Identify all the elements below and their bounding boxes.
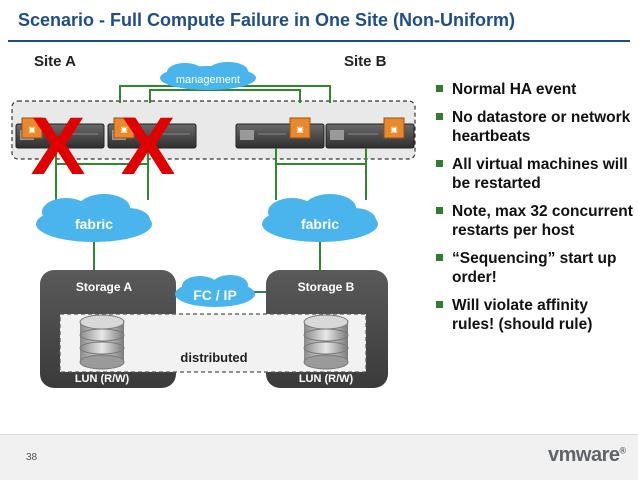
fc-ip-cloud xyxy=(175,275,255,307)
bullet-item: All virtual machines will be restarted xyxy=(434,155,634,193)
lun-a-label: LUN (R/W) xyxy=(75,373,130,385)
bullet-marker xyxy=(436,85,443,92)
fc-ip-label: FC / IP xyxy=(193,287,237,303)
lun-b-disk-icon xyxy=(303,314,349,370)
fabric-cloud-a xyxy=(36,194,152,242)
server-a1: ▣ xyxy=(15,117,105,149)
storage-a-label: Storage A xyxy=(76,280,133,294)
bullet-marker xyxy=(436,254,443,261)
site-a-fabric-links xyxy=(55,148,149,200)
management-label: management xyxy=(176,74,240,86)
bullet-item: No datastore or network heartbeats xyxy=(434,108,634,146)
bullet-item: Will violate affinity rules! (should rul… xyxy=(434,296,634,334)
management-cloud xyxy=(160,62,256,90)
svg-text:▣: ▣ xyxy=(390,125,398,134)
bullet-item: Normal HA event xyxy=(434,80,634,99)
architecture-diagram: management ▣ ▣ ▣ ▣ fabric xyxy=(11,62,416,388)
server-b1: ▣ xyxy=(235,117,325,149)
bullet-marker xyxy=(436,113,443,120)
server-a2: ▣ xyxy=(107,117,197,149)
vmware-logo: vmware® xyxy=(548,444,626,466)
bullet-list: Normal HA event No datastore or network … xyxy=(434,80,634,343)
fabric-storage-links xyxy=(93,242,321,270)
failure-x-host-a1: X xyxy=(31,101,86,192)
site-b-label: Site B xyxy=(344,53,387,70)
fabric-b-label: fabric xyxy=(301,216,339,232)
lun-b-label: LUN (R/W) xyxy=(299,373,354,385)
slide-footer xyxy=(0,434,638,480)
svg-text:▣: ▣ xyxy=(28,125,36,134)
bullet-item: Note, max 32 concurrent restarts per hos… xyxy=(434,202,634,240)
fabric-a-label: fabric xyxy=(75,216,113,232)
page-number: 38 xyxy=(26,452,38,463)
title-rule xyxy=(8,40,630,42)
bullet-item: “Sequencing” start up order! xyxy=(434,249,634,287)
bullet-marker xyxy=(436,301,443,308)
server-b2: ▣ xyxy=(325,117,415,149)
site-a-label: Site A xyxy=(34,53,76,70)
fabric-cloud-b xyxy=(262,194,378,242)
storage-b-label: Storage B xyxy=(298,280,355,294)
svg-text:▣: ▣ xyxy=(296,125,304,134)
vmware-logo-text: vmware xyxy=(548,444,620,466)
lun-a-disk-icon xyxy=(79,314,125,370)
bullet-marker xyxy=(436,160,443,167)
site-b-fabric-links xyxy=(275,148,367,200)
svg-text:▣: ▣ xyxy=(120,125,128,134)
distributed-label: distributed xyxy=(180,350,247,365)
management-link-b xyxy=(149,89,301,103)
bullet-marker xyxy=(436,207,443,214)
slide-title: Scenario - Full Compute Failure in One S… xyxy=(18,10,516,30)
failure-x-host-a2: X xyxy=(121,101,176,192)
